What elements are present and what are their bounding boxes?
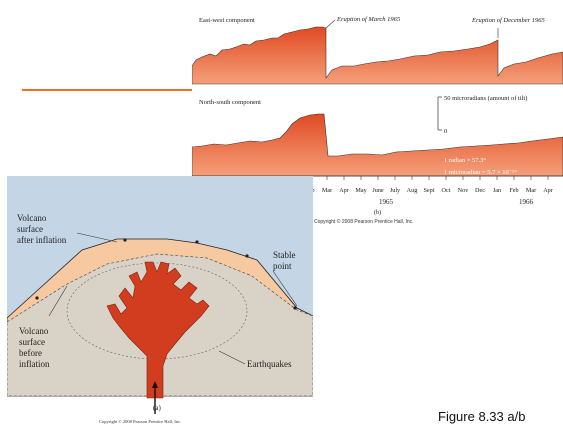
figure-caption: Figure 8.33 a/b: [438, 409, 525, 424]
eruption-march-label: Eruption of March 1965: [336, 16, 401, 23]
panel-b-copyright: Copyright © 2008 Pearson Prentice Hall, …: [314, 219, 414, 225]
label-earthquakes: Earthquakes: [247, 359, 292, 369]
eruption-december-label: Eruption of December 1965: [471, 17, 546, 24]
panel-b-letter: (b): [374, 209, 381, 216]
month-tick-label: Aug: [407, 187, 418, 194]
north-south-label: North-south component: [199, 99, 261, 106]
panel-a-letter: (a): [153, 404, 161, 412]
month-tick-label: June: [372, 187, 384, 194]
year-label-1966: 1966: [519, 198, 534, 206]
month-tick-label: Mar: [322, 187, 332, 194]
east-west-label: East-west component: [199, 17, 255, 24]
month-tick-label: July: [390, 187, 401, 194]
month-tick-label: Dec: [475, 187, 485, 194]
month-tick-label: May: [355, 187, 367, 194]
month-tick-label: Sept: [423, 187, 434, 194]
month-tick-label: Apr: [339, 187, 349, 194]
month-tick-label: Nov: [458, 187, 470, 194]
volcano-diagram-svg: Volcano surface after inflation Volcano …: [7, 176, 313, 425]
tilt-scale-zero: 0: [444, 128, 447, 135]
month-tick-label: Apr: [543, 187, 553, 194]
microradian-note: 1 microradian = 5.7 × 10⁻⁵°: [444, 169, 517, 176]
volcano-inflation-figure: Volcano surface after inflation Volcano …: [7, 176, 313, 425]
panel-a-copyright: Copyright © 2008 Pearson Prentice Hall, …: [99, 419, 181, 425]
year-label-1965: 1965: [379, 198, 394, 206]
month-tick-label: Feb: [509, 187, 518, 194]
accent-divider: [22, 89, 192, 91]
north-south-tilt-area: [192, 114, 563, 176]
month-tick-label: Jan: [493, 187, 501, 194]
month-tick-label: Oct: [442, 187, 451, 194]
radian-note: 1 radian = 57.3°: [444, 157, 486, 164]
east-west-tilt-area: [192, 27, 563, 84]
tilt-scale-label: 50 microradians (amount of tilt): [444, 95, 527, 102]
month-tick-label: Mar: [526, 187, 536, 194]
